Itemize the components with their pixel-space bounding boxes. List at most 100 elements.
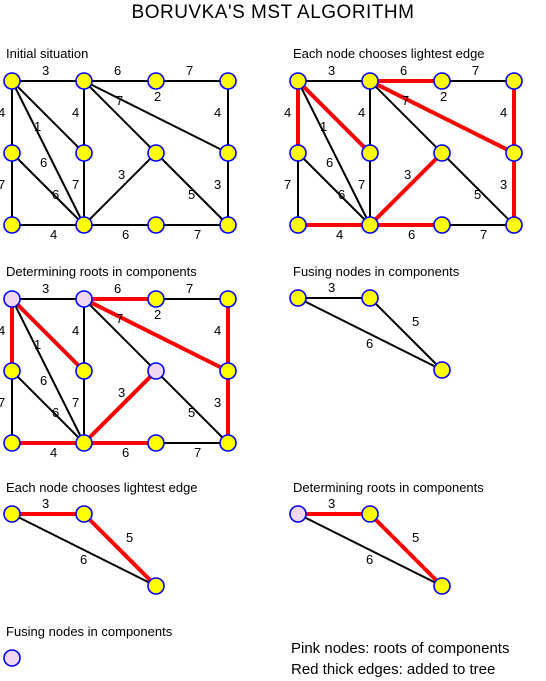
- graph-node: [3, 434, 21, 452]
- edge-b-h: [83, 297, 229, 373]
- graph-node: [361, 216, 379, 234]
- edge-weight-label: 3: [118, 385, 125, 400]
- edge-weight-label: 3: [118, 167, 125, 182]
- graph-node: [361, 289, 379, 307]
- graph-node: [3, 505, 21, 523]
- edge-weight-label: 4: [0, 323, 5, 338]
- edge-y-z: [368, 512, 444, 588]
- edge-weight-label: 7: [186, 63, 193, 78]
- graph-node: [3, 72, 21, 90]
- graph-p4: 3 5 6: [289, 280, 451, 379]
- edge-weight-label: 6: [40, 155, 47, 170]
- edge-y-z: [369, 297, 443, 371]
- edge-weight-label: 5: [412, 314, 419, 329]
- graph-p7: [3, 649, 21, 667]
- root-node: [289, 505, 307, 523]
- graph-node: [361, 144, 379, 162]
- edge-weight-label: 6: [366, 552, 373, 567]
- edge-g-j: [368, 151, 444, 227]
- panel-title-fuse-1: Fusing nodes in components: [293, 264, 460, 279]
- graph-node: [75, 144, 93, 162]
- edge-weight-label: 6: [52, 187, 59, 202]
- graph-node: [147, 216, 165, 234]
- graph-node: [289, 144, 307, 162]
- graph-node: [3, 144, 21, 162]
- edge-weight-label: 4: [72, 105, 79, 120]
- panel-title-choose-1: Each node chooses lightest edge: [293, 46, 485, 61]
- edge-weight-label: 3: [214, 395, 221, 410]
- edge-weight-label: 7: [472, 63, 479, 78]
- edge-weight-label: 6: [338, 187, 345, 202]
- graph-node: [433, 577, 451, 595]
- edge-weight-label: 6: [40, 373, 47, 388]
- edge-weight-label: 7: [480, 227, 487, 242]
- graph-node: [505, 72, 523, 90]
- edge-weight-label: 6: [400, 63, 407, 78]
- edge-weight-label: 2: [154, 307, 161, 322]
- edge-weight-label: 7: [284, 177, 291, 192]
- main-title: BORUVKA'S MST ALGORITHM: [131, 2, 415, 23]
- edge-g-l: [155, 152, 229, 226]
- panel-title-fuse-2: Fusing nodes in components: [6, 624, 173, 639]
- root-node: [3, 290, 21, 308]
- edge-weight-label: 4: [500, 105, 507, 120]
- edge-weight-label: 7: [72, 177, 79, 192]
- edge-weight-label: 3: [328, 496, 335, 511]
- edge-weight-label: 7: [358, 177, 365, 192]
- edge-weight-label: 4: [214, 105, 221, 120]
- root-node: [3, 649, 21, 667]
- graph-node: [433, 361, 451, 379]
- graph-p5: 356: [3, 496, 165, 595]
- edge-e-j: [11, 370, 85, 444]
- edge-b-h: [369, 79, 515, 155]
- edge-weight-label: 1: [320, 119, 327, 134]
- edge-weight-label: 5: [126, 530, 133, 545]
- graph-node: [433, 72, 451, 90]
- graph-node: [75, 434, 93, 452]
- edge-weight-label: 6: [80, 552, 87, 567]
- edge-weight-label: 2: [440, 89, 447, 104]
- edge-weight-label: 6: [326, 155, 333, 170]
- edge-weight-label: 4: [50, 445, 57, 460]
- graph-node: [75, 216, 93, 234]
- edge-weight-label: 6: [408, 227, 415, 242]
- edge-g-j: [82, 369, 158, 445]
- edge-b-h: [83, 80, 229, 154]
- edge-b-g: [83, 80, 157, 154]
- edge-weight-label: 1: [34, 337, 41, 352]
- root-node: [147, 362, 165, 380]
- edge-weight-label: 3: [404, 167, 411, 182]
- graph-node: [147, 72, 165, 90]
- edge-a-j: [11, 80, 85, 226]
- edge-b-g: [369, 80, 443, 154]
- root-node: [75, 290, 93, 308]
- graph-node: [289, 72, 307, 90]
- graph-node: [75, 362, 93, 380]
- graph-node: [361, 505, 379, 523]
- edge-weight-label: 3: [328, 280, 335, 295]
- graph-node: [3, 216, 21, 234]
- edge-weight-label: 7: [0, 395, 5, 410]
- graph-node: [433, 144, 451, 162]
- edge-y-z: [82, 512, 158, 588]
- graph-node: [219, 72, 237, 90]
- edge-weight-label: 3: [214, 177, 221, 192]
- edge-weight-label: 7: [194, 227, 201, 242]
- edge-weight-label: 4: [0, 105, 5, 120]
- edge-weight-label: 7: [186, 281, 193, 296]
- edge-weight-label: 3: [500, 177, 507, 192]
- graph-node: [219, 216, 237, 234]
- edge-weight-label: 4: [50, 227, 57, 242]
- edge-g-j: [83, 152, 157, 226]
- graph-node: [147, 144, 165, 162]
- graph-node: [3, 362, 21, 380]
- edge-weight-label: 5: [474, 187, 481, 202]
- edge-weight-label: 6: [114, 281, 121, 296]
- edge-weight-label: 4: [214, 323, 221, 338]
- edge-weight-label: 3: [42, 281, 49, 296]
- graph-p6: 356: [289, 496, 451, 595]
- edge-weight-label: 6: [366, 336, 373, 351]
